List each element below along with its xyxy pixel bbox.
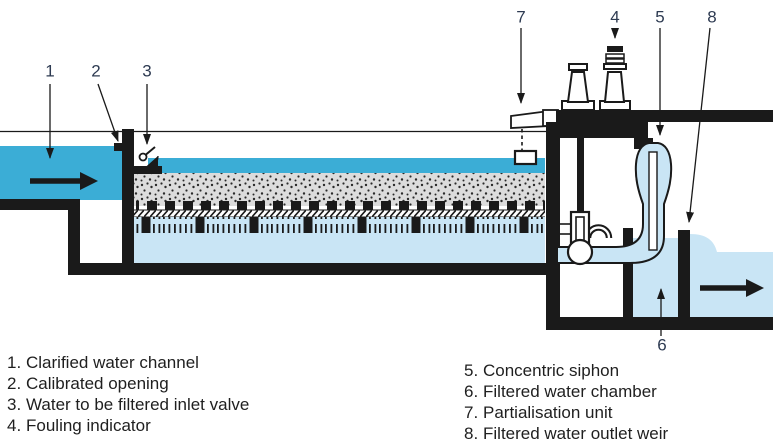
legend-item-4: 4.Fouling indicator: [7, 415, 249, 436]
concentric-siphon: [556, 142, 673, 264]
deck-duct: [556, 122, 648, 138]
inlet-valve: [134, 146, 162, 174]
legend-column-1: 1.Clarified water channel 2.Calibrated o…: [7, 352, 249, 436]
legend-label: Partialisation unit: [483, 403, 613, 422]
filter-right-wall: [546, 122, 560, 317]
legend-item-3: 3.Water to be filtered inlet valve: [7, 394, 249, 415]
legend-item-1: 1.Clarified water channel: [7, 352, 249, 373]
legend-item-6: 6.Filtered water chamber: [464, 381, 668, 402]
legend-label: Water to be filtered inlet valve: [26, 395, 250, 414]
legend-label: Fouling indicator: [26, 416, 151, 435]
outflow-arrow: [700, 279, 764, 297]
deck: [556, 110, 773, 122]
legend-column-2: 5.Concentric siphon 6.Filtered water cha…: [464, 360, 668, 444]
legend-num: 3.: [7, 395, 22, 414]
legend-num: 6.: [464, 382, 479, 401]
outlet-water: [690, 234, 773, 317]
callout-5: 5: [655, 7, 665, 27]
legend-num: 7.: [464, 403, 479, 422]
legend-item-8: 8.Filtered water outlet weir: [464, 423, 668, 444]
supernatant-water: [148, 158, 545, 173]
callout-3: 3: [142, 61, 152, 81]
legend-num: 5.: [464, 361, 479, 380]
legend-label: Filtered water chamber: [483, 382, 657, 401]
inflow-arrow: [30, 172, 98, 190]
callout-7: 7: [516, 7, 526, 27]
siphon-inner-pipe: [648, 151, 658, 251]
siphon-breaker-mechanism: [560, 210, 613, 266]
legend-item-7: 7.Partialisation unit: [464, 402, 668, 423]
ball-valve: [566, 238, 594, 266]
clarified-water-channel: [0, 143, 123, 263]
indicator-pipe: [577, 138, 584, 218]
callout-2: 2: [91, 61, 101, 81]
legend-label: Filtered water outlet weir: [483, 424, 669, 443]
right-bottom-slab: [546, 317, 773, 330]
callout-6: 6: [657, 335, 667, 355]
duct-drop: [634, 138, 653, 149]
float: [513, 149, 538, 166]
legend-num: 2.: [7, 374, 22, 393]
legend-item-2: 2.Calibrated opening: [7, 373, 249, 394]
nozzle-heads: [136, 201, 545, 210]
fouling-indicator: [599, 46, 631, 111]
filter-bed: [134, 158, 545, 263]
legend-item-5: 5.Concentric siphon: [464, 360, 668, 381]
nozzle-stems: [134, 217, 545, 233]
filter-left-wall: [122, 129, 134, 275]
legend-num: 4.: [7, 416, 22, 435]
legend-label: Concentric siphon: [483, 361, 620, 380]
legend-num: 8.: [464, 424, 479, 443]
filter-bottom-slab: [68, 263, 560, 275]
callout-8: 8: [707, 7, 717, 27]
chamber-left-wall: [623, 228, 633, 317]
leader-lines: [46, 27, 711, 336]
callout-4: 4: [610, 7, 620, 27]
indicator-bottle-left: [561, 63, 595, 111]
legend-num: 1.: [7, 353, 22, 372]
callout-1: 1: [45, 61, 55, 81]
outlet-weir-wall: [678, 230, 690, 317]
legend-label: Calibrated opening: [26, 374, 169, 393]
legend-label: Clarified water channel: [26, 353, 199, 372]
